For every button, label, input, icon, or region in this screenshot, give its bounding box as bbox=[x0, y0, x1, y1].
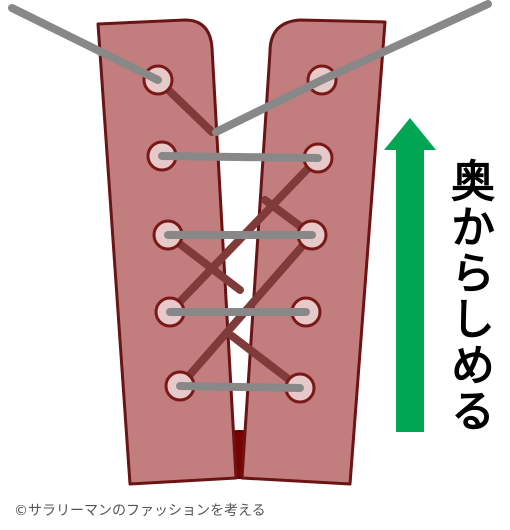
lace-end-right bbox=[318, 0, 492, 84]
up-arrow-icon bbox=[384, 118, 436, 432]
lace-end-left bbox=[8, 4, 162, 84]
lace-front-segment bbox=[212, 76, 326, 136]
instruction-label: 奥からしめる bbox=[443, 158, 494, 434]
lace-front-segment bbox=[176, 382, 304, 392]
lace-front-segment bbox=[158, 152, 322, 162]
copyright-credit: ©サラリーマンのファッションを考える bbox=[14, 503, 266, 519]
front-laces bbox=[8, 0, 492, 392]
